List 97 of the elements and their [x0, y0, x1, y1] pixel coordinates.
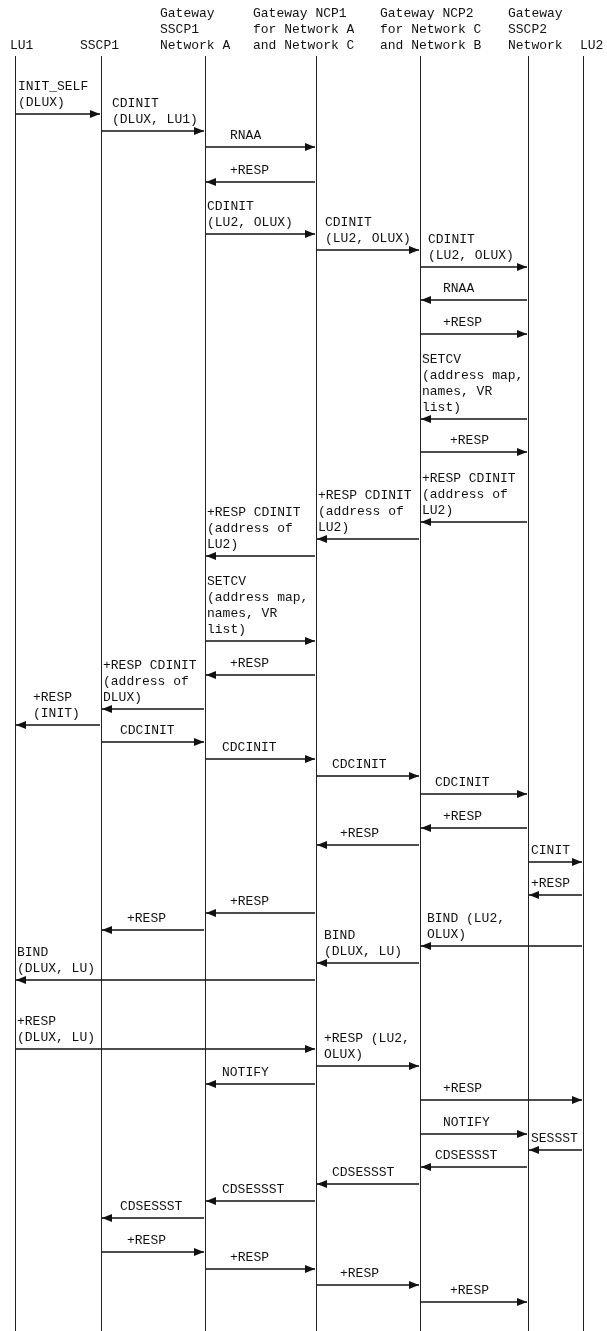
message-arrow [101, 926, 205, 934]
message-arrow [101, 1214, 205, 1222]
message-label: CDINIT (LU2, OLUX) [325, 215, 412, 247]
message-label: CDCINIT [435, 775, 490, 791]
message-label: +RESP (DLUX, LU) [17, 1014, 96, 1046]
message-arrow [101, 738, 205, 746]
message-arrow [316, 1180, 420, 1188]
message-arrow [101, 705, 205, 713]
message-label: +RESP [340, 1266, 379, 1282]
message-arrow [316, 772, 420, 780]
message-label: +RESP CDINIT (address of LU2) [422, 471, 517, 519]
message-label: +RESP [443, 809, 482, 825]
message-label: CDCINIT [332, 757, 387, 773]
participant-name: Gateway SSCP2 Network [508, 6, 564, 54]
message-arrow [420, 518, 528, 526]
message-arrow [205, 1265, 316, 1273]
message-arrow [101, 127, 205, 135]
message-label: BIND (DLUX, LU) [17, 945, 96, 977]
participant-name: Gateway SSCP1 Network A [160, 6, 232, 54]
message-arrow [101, 1248, 205, 1256]
message-label: NOTIFY [222, 1065, 269, 1081]
message-label: CDCINIT [120, 723, 175, 739]
message-arrow [528, 1146, 583, 1154]
message-label: +RESP CDINIT (address of LU2) [318, 488, 413, 536]
message-arrow [316, 246, 420, 254]
message-label: CDCINIT [222, 740, 277, 756]
message-label: SESSST [531, 1131, 578, 1147]
message-arrow [316, 1062, 420, 1070]
message-label: SETCV (address map, names, VR list) [422, 352, 525, 416]
message-label: +RESP [450, 433, 489, 449]
message-label: CDSESSST [222, 1182, 285, 1198]
message-arrow [205, 1197, 316, 1205]
message-label: +RESP [230, 656, 269, 672]
message-arrow [15, 976, 316, 984]
message-label: +RESP [230, 894, 269, 910]
participant-name: SSCP1 [80, 38, 120, 54]
message-arrow [316, 959, 420, 967]
message-arrow [528, 891, 583, 899]
message-arrow [205, 552, 316, 560]
message-label: CDINIT (DLUX, LU1) [112, 96, 199, 128]
participant-name: Gateway NCP2 for Network C and Network B [380, 6, 483, 54]
participant-name: Gateway NCP1 for Network A and Network C [253, 6, 356, 54]
message-label: +RESP [230, 163, 269, 179]
message-arrow [205, 178, 316, 186]
message-arrow [420, 1130, 528, 1138]
message-arrow [420, 942, 583, 950]
message-arrow [316, 535, 420, 543]
message-arrow [420, 1298, 528, 1306]
message-arrow [205, 671, 316, 679]
message-label: CDSESSST [120, 1199, 183, 1215]
message-arrow [15, 721, 101, 729]
message-label: SETCV (address map, names, VR list) [207, 574, 310, 638]
message-arrow [528, 858, 583, 866]
message-label: CDINIT (LU2, OLUX) [207, 199, 294, 231]
message-arrow [420, 296, 528, 304]
message-label: CDINIT (LU2, OLUX) [428, 232, 515, 264]
message-arrow [205, 230, 316, 238]
message-arrow [420, 330, 528, 338]
message-label: +RESP [127, 911, 166, 927]
message-label: CDSESSST [435, 1148, 498, 1164]
participant-name: LU2 [580, 38, 605, 54]
message-label: INIT_SELF (DLUX) [18, 79, 90, 111]
message-label: +RESP [443, 315, 482, 331]
message-label: +RESP CDINIT (address of LU2) [207, 505, 302, 553]
message-arrow [420, 1163, 528, 1171]
message-arrow [420, 263, 528, 271]
message-label: CDSESSST [332, 1165, 395, 1181]
message-label: +RESP [450, 1283, 489, 1299]
message-arrow [15, 110, 101, 118]
message-label: +RESP [230, 1250, 269, 1266]
message-label: RNAA [443, 281, 475, 297]
message-arrow [420, 448, 528, 456]
message-arrow [420, 1096, 583, 1104]
message-label: +RESP [443, 1081, 482, 1097]
message-label: +RESP [340, 826, 379, 842]
message-arrow [205, 143, 316, 151]
message-label: +RESP CDINIT (address of DLUX) [103, 658, 198, 706]
message-label: RNAA [230, 128, 262, 144]
message-arrow [205, 909, 316, 917]
message-arrow [205, 755, 316, 763]
message-label: BIND (LU2, OLUX) [427, 911, 506, 943]
message-arrow [316, 841, 420, 849]
message-label: +RESP (INIT) [33, 690, 81, 722]
message-label: +RESP [531, 876, 570, 892]
message-label: +RESP (LU2, OLUX) [324, 1031, 411, 1063]
message-arrow [205, 1080, 316, 1088]
message-label: CINIT [531, 843, 570, 859]
message-arrow [15, 1045, 316, 1053]
message-arrow [420, 790, 528, 798]
message-arrow [420, 415, 528, 423]
message-arrow [420, 824, 528, 832]
participant-name: LU1 [10, 38, 35, 54]
message-label: NOTIFY [443, 1115, 490, 1131]
message-label: +RESP [127, 1233, 166, 1249]
message-arrow [316, 1281, 420, 1289]
message-label: BIND (DLUX, LU) [324, 928, 403, 960]
message-arrow [205, 637, 316, 645]
